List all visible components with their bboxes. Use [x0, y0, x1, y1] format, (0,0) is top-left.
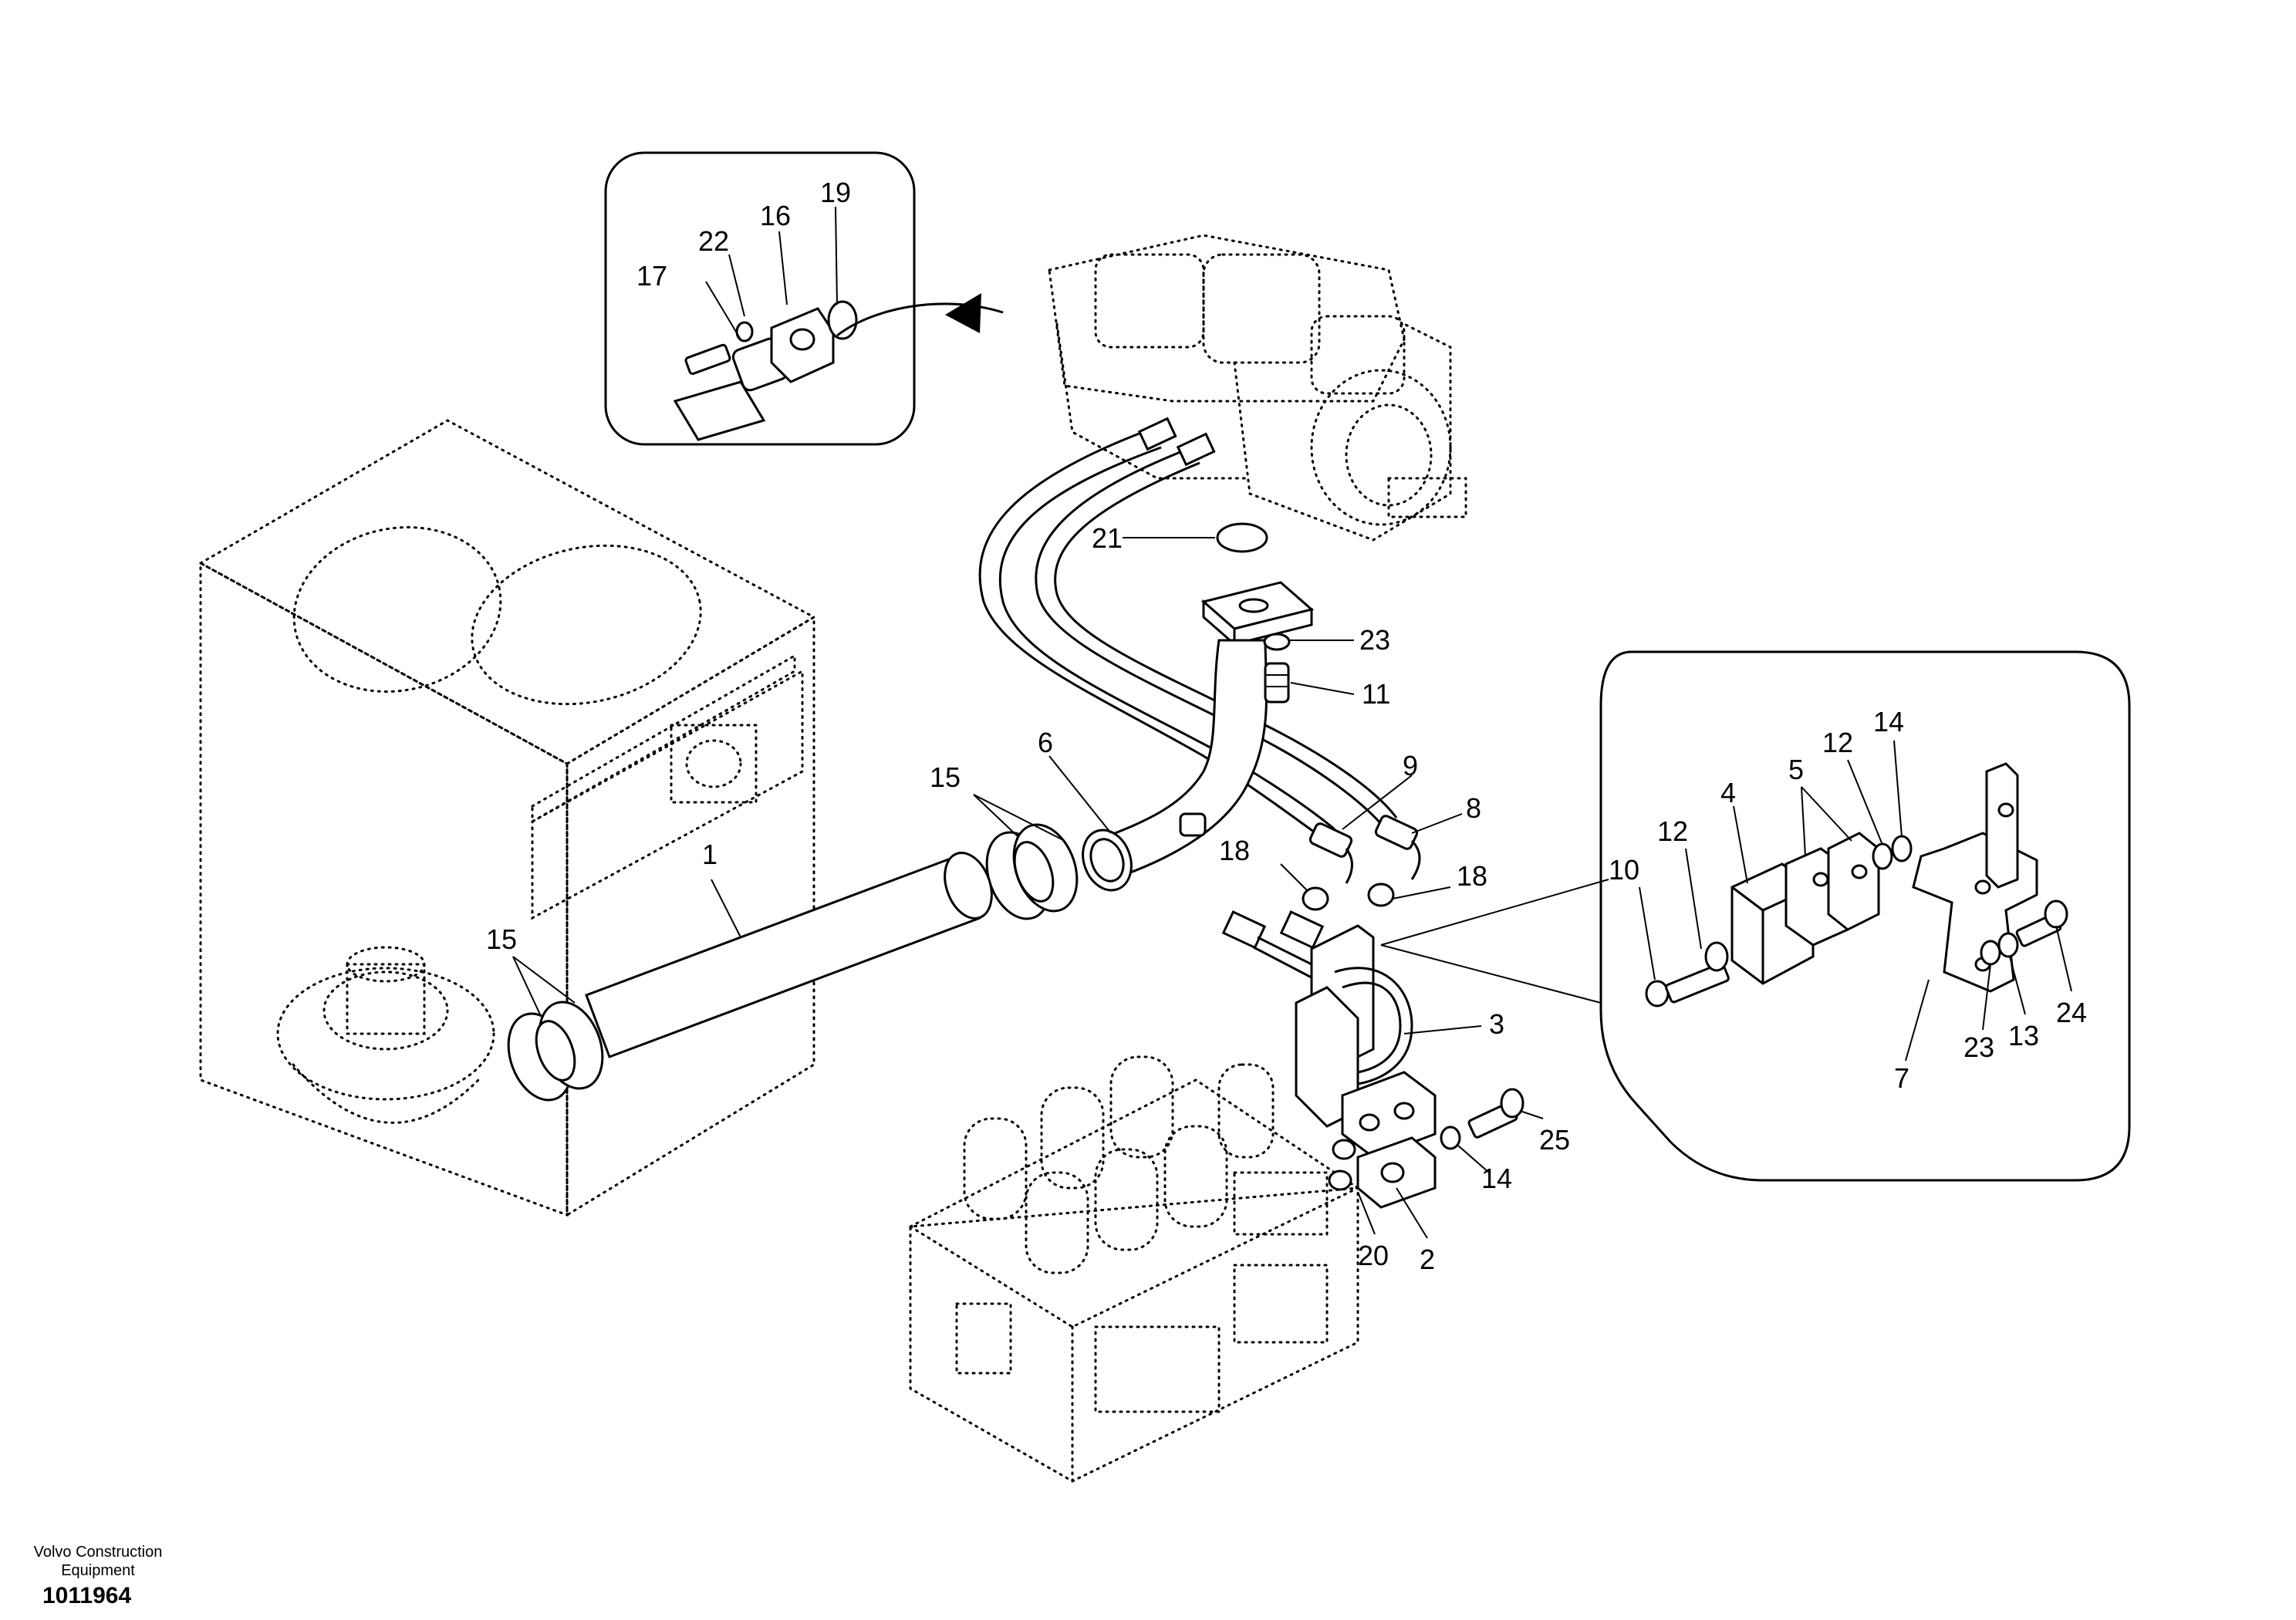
- pilot-block: [1221, 910, 1437, 1209]
- callout-labels: 1 2 3 4 5 6 7 8 9 10 11 12 12 13 14 14 1…: [486, 177, 2087, 1275]
- control-valve: [907, 1055, 1359, 1483]
- hydraulic-tank: [198, 419, 817, 1217]
- main-pump: [1048, 234, 1467, 542]
- drawing-number: 1011964: [42, 1583, 131, 1608]
- detail-inset-pump-flange: [604, 151, 1004, 446]
- callout-12a: 12: [1657, 815, 1688, 847]
- company-name-line1: Volvo Construction: [34, 1544, 163, 1561]
- callout-19: 19: [820, 177, 851, 208]
- o-ring-18-left: [1302, 886, 1329, 911]
- callout-15a: 15: [930, 761, 961, 793]
- callout-14a: 14: [1873, 706, 1904, 737]
- callout-14b: 14: [1481, 1163, 1512, 1194]
- callout-21: 21: [1092, 522, 1123, 554]
- callout-6: 6: [1038, 727, 1053, 758]
- suction-hose-1: [585, 852, 993, 1058]
- hose-clamps-upper: [985, 823, 1079, 920]
- callout-23a: 23: [1359, 624, 1390, 656]
- pilot-hoses: [978, 417, 1398, 842]
- callout-10: 10: [1609, 854, 1639, 886]
- callout-24: 24: [2056, 997, 2087, 1028]
- o-ring-21: [1216, 522, 1268, 553]
- callout-3: 3: [1489, 1008, 1504, 1040]
- callout-2: 2: [1420, 1244, 1435, 1275]
- callout-5: 5: [1788, 754, 1804, 785]
- callout-4: 4: [1720, 777, 1736, 808]
- leader-lines: [512, 206, 2072, 1239]
- callout-18a: 18: [1219, 835, 1250, 866]
- callout-11: 11: [1362, 678, 1390, 710]
- o-ring-18-right: [1367, 883, 1395, 907]
- callout-15b: 15: [486, 923, 517, 955]
- callout-17: 17: [636, 260, 667, 292]
- callout-9: 9: [1403, 750, 1418, 781]
- footer: Volvo Construction Equipment 1011964: [34, 1544, 163, 1608]
- hose-fittings: [1308, 815, 1421, 884]
- suction-elbow: [1082, 581, 1315, 892]
- callout-25: 25: [1539, 1124, 1570, 1156]
- callout-13: 13: [2008, 1020, 2039, 1051]
- callout-16: 16: [760, 200, 791, 231]
- callout-23b: 23: [1963, 1031, 1994, 1063]
- callout-1: 1: [702, 839, 718, 870]
- detail-inset-bracket: [1380, 650, 2131, 1182]
- elbow-plug: [1179, 812, 1207, 837]
- callout-20: 20: [1358, 1240, 1389, 1271]
- callout-22: 22: [698, 225, 729, 257]
- bolt-25: [1440, 1088, 1524, 1150]
- callout-7: 7: [1894, 1062, 1909, 1094]
- bolt-11: [1263, 633, 1291, 704]
- company-name-line2: Equipment: [61, 1562, 135, 1579]
- hose-clamps-lower: [507, 1001, 604, 1102]
- callout-8: 8: [1466, 792, 1481, 824]
- callout-18b: 18: [1457, 860, 1487, 892]
- suction-flange: [276, 946, 495, 1124]
- callout-12b: 12: [1822, 727, 1853, 758]
